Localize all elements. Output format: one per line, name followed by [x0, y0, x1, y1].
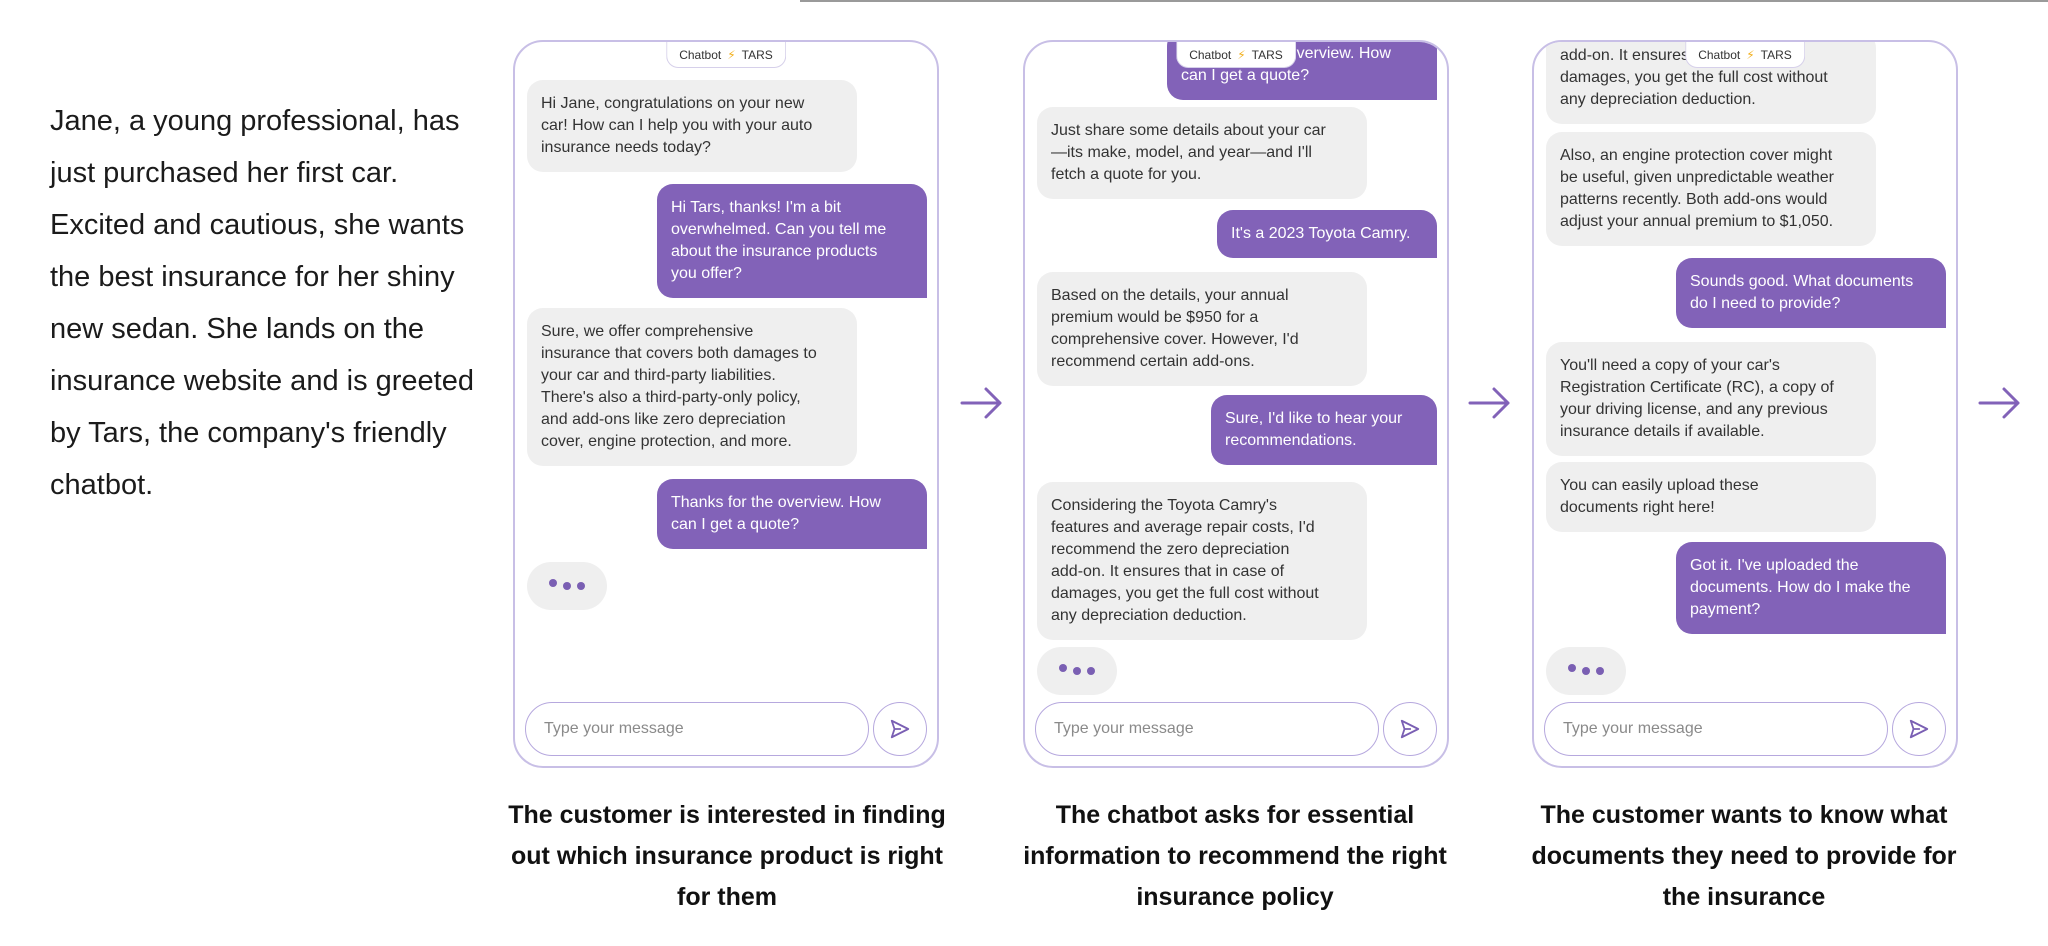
message-input[interactable] [525, 702, 869, 756]
pill-label-tars: TARS [1760, 47, 1792, 62]
chat-window-3: add-on. It ensures that in case of damag… [1532, 40, 1958, 768]
typing-indicator [527, 562, 607, 610]
chat-messages: Chatbot ⚡ TARS Hi Jane, congratulations … [515, 42, 937, 697]
message-composer [1544, 702, 1946, 756]
send-icon [890, 719, 910, 739]
user-message: Hi Tars, thanks! I'm a bit overwhelmed. … [657, 184, 927, 298]
pill-label-tars: TARS [1251, 47, 1283, 62]
bot-message: Sure, we offer comprehensive insurance t… [527, 308, 857, 466]
pill-label-tars: TARS [741, 47, 773, 62]
bot-message: Just share some details about your car —… [1037, 107, 1367, 199]
message-composer [1035, 702, 1437, 756]
user-message: Sure, I'd like to hear your recommendati… [1211, 395, 1437, 465]
pill-label-chatbot: Chatbot [679, 47, 722, 62]
intro-text: Jane, a young professional, has just pur… [50, 105, 474, 501]
chat-messages: add-on. It ensures that in case of damag… [1534, 42, 1956, 697]
message-input[interactable] [1544, 702, 1888, 756]
bolt-icon: ⚡ [727, 47, 736, 62]
arrow-right-icon [1468, 387, 1510, 419]
user-message: It's a 2023 Toyota Camry. [1217, 210, 1437, 258]
chat-window-1: Chatbot ⚡ TARS Hi Jane, congratulations … [513, 40, 939, 768]
pill-label-chatbot: Chatbot [1698, 47, 1741, 62]
send-icon [1400, 719, 1420, 739]
caption-step-1: The customer is interested in finding ou… [508, 801, 946, 911]
arrow-right-icon [960, 387, 1002, 419]
bolt-icon: ⚡ [1746, 47, 1755, 62]
typing-indicator [1546, 647, 1626, 695]
user-message: Got it. I've uploaded the documents. How… [1676, 542, 1946, 634]
bot-message: Based on the details, your annual premiu… [1037, 272, 1367, 386]
caption-step-3: The customer wants to know what document… [1531, 801, 1957, 911]
bot-message: Considering the Toyota Camry's features … [1037, 482, 1367, 640]
bolt-icon: ⚡ [1237, 47, 1246, 62]
chat-messages: Thanks for the overview. How can I get a… [1025, 42, 1447, 697]
chat-header-pill: Chatbot ⚡ TARS [666, 42, 786, 68]
top-divider [800, 0, 2048, 2]
arrow-right-icon [1978, 387, 2020, 419]
send-button[interactable] [873, 702, 927, 756]
user-message: Thanks for the overview. How can I get a… [657, 479, 927, 549]
chat-header-pill: Chatbot ⚡ TARS [1685, 42, 1805, 68]
message-input[interactable] [1035, 702, 1379, 756]
chat-window-2: Thanks for the overview. How can I get a… [1023, 40, 1449, 768]
send-button[interactable] [1892, 702, 1946, 756]
typing-indicator [1037, 647, 1117, 695]
bot-message: You'll need a copy of your car's Registr… [1546, 342, 1876, 456]
message-composer [525, 702, 927, 756]
user-message: Sounds good. What documents do I need to… [1676, 258, 1946, 328]
send-icon [1909, 719, 1929, 739]
caption-step-2: The chatbot asks for essential informati… [1023, 801, 1447, 911]
send-button[interactable] [1383, 702, 1437, 756]
bot-message: Hi Jane, congratulations on your new car… [527, 80, 857, 172]
chat-header-pill: Chatbot ⚡ TARS [1176, 42, 1296, 68]
pill-label-chatbot: Chatbot [1189, 47, 1232, 62]
bot-message: Also, an engine protection cover might b… [1546, 132, 1876, 246]
bot-message: You can easily upload these documents ri… [1546, 462, 1876, 532]
